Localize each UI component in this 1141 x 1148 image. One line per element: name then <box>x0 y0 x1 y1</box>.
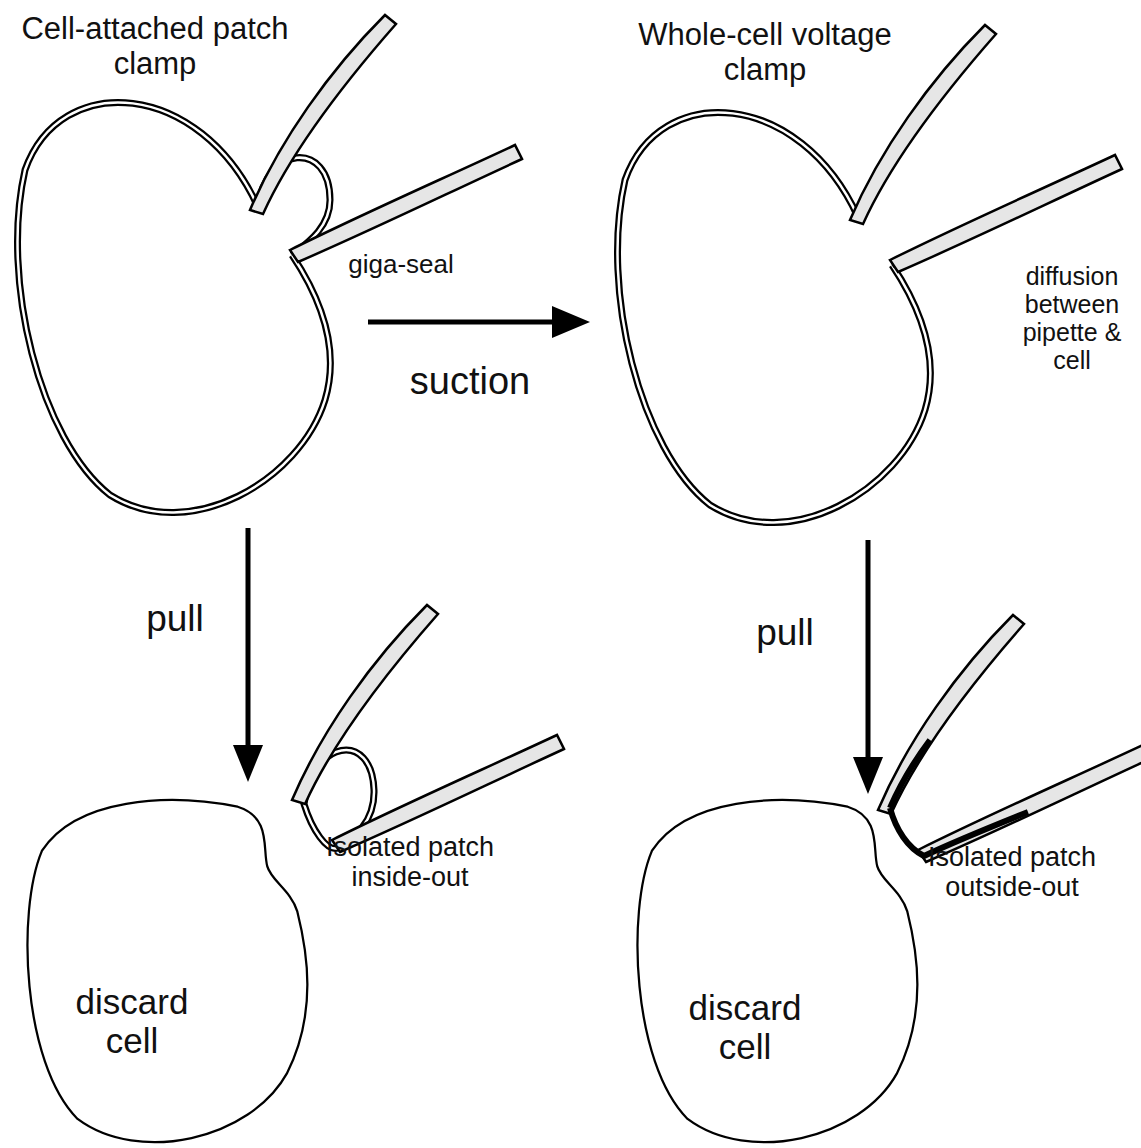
pull-arrow <box>233 528 263 782</box>
cell-label: discard cell <box>57 982 207 1060</box>
panel-label: pull <box>120 598 230 639</box>
panel-label: Isolated patch inside-out <box>290 832 530 892</box>
cell-outline <box>622 792 922 1144</box>
panel-label: suction <box>380 360 560 403</box>
discarded-cell: discard cell <box>622 792 922 1144</box>
panel-label: Isolated patch outside-out <box>888 842 1136 902</box>
outside-out-patch <box>878 615 1141 862</box>
panel-label: Whole-cell voltage clamp <box>630 18 900 87</box>
inside-out-patch <box>292 605 564 852</box>
suction-arrow <box>368 306 590 338</box>
pull-arrow <box>853 540 883 794</box>
cell-outline <box>12 792 312 1144</box>
panel-label: giga-seal <box>336 250 466 279</box>
cell-label: discard cell <box>670 988 820 1066</box>
cell-attached-panel <box>18 15 522 513</box>
panel-label: Cell-attached patch clamp <box>20 12 290 81</box>
panel-label: pull <box>730 612 840 653</box>
discarded-cell: discard cell <box>12 792 312 1144</box>
panel-label: diffusion between pipette & cell <box>1008 262 1136 374</box>
